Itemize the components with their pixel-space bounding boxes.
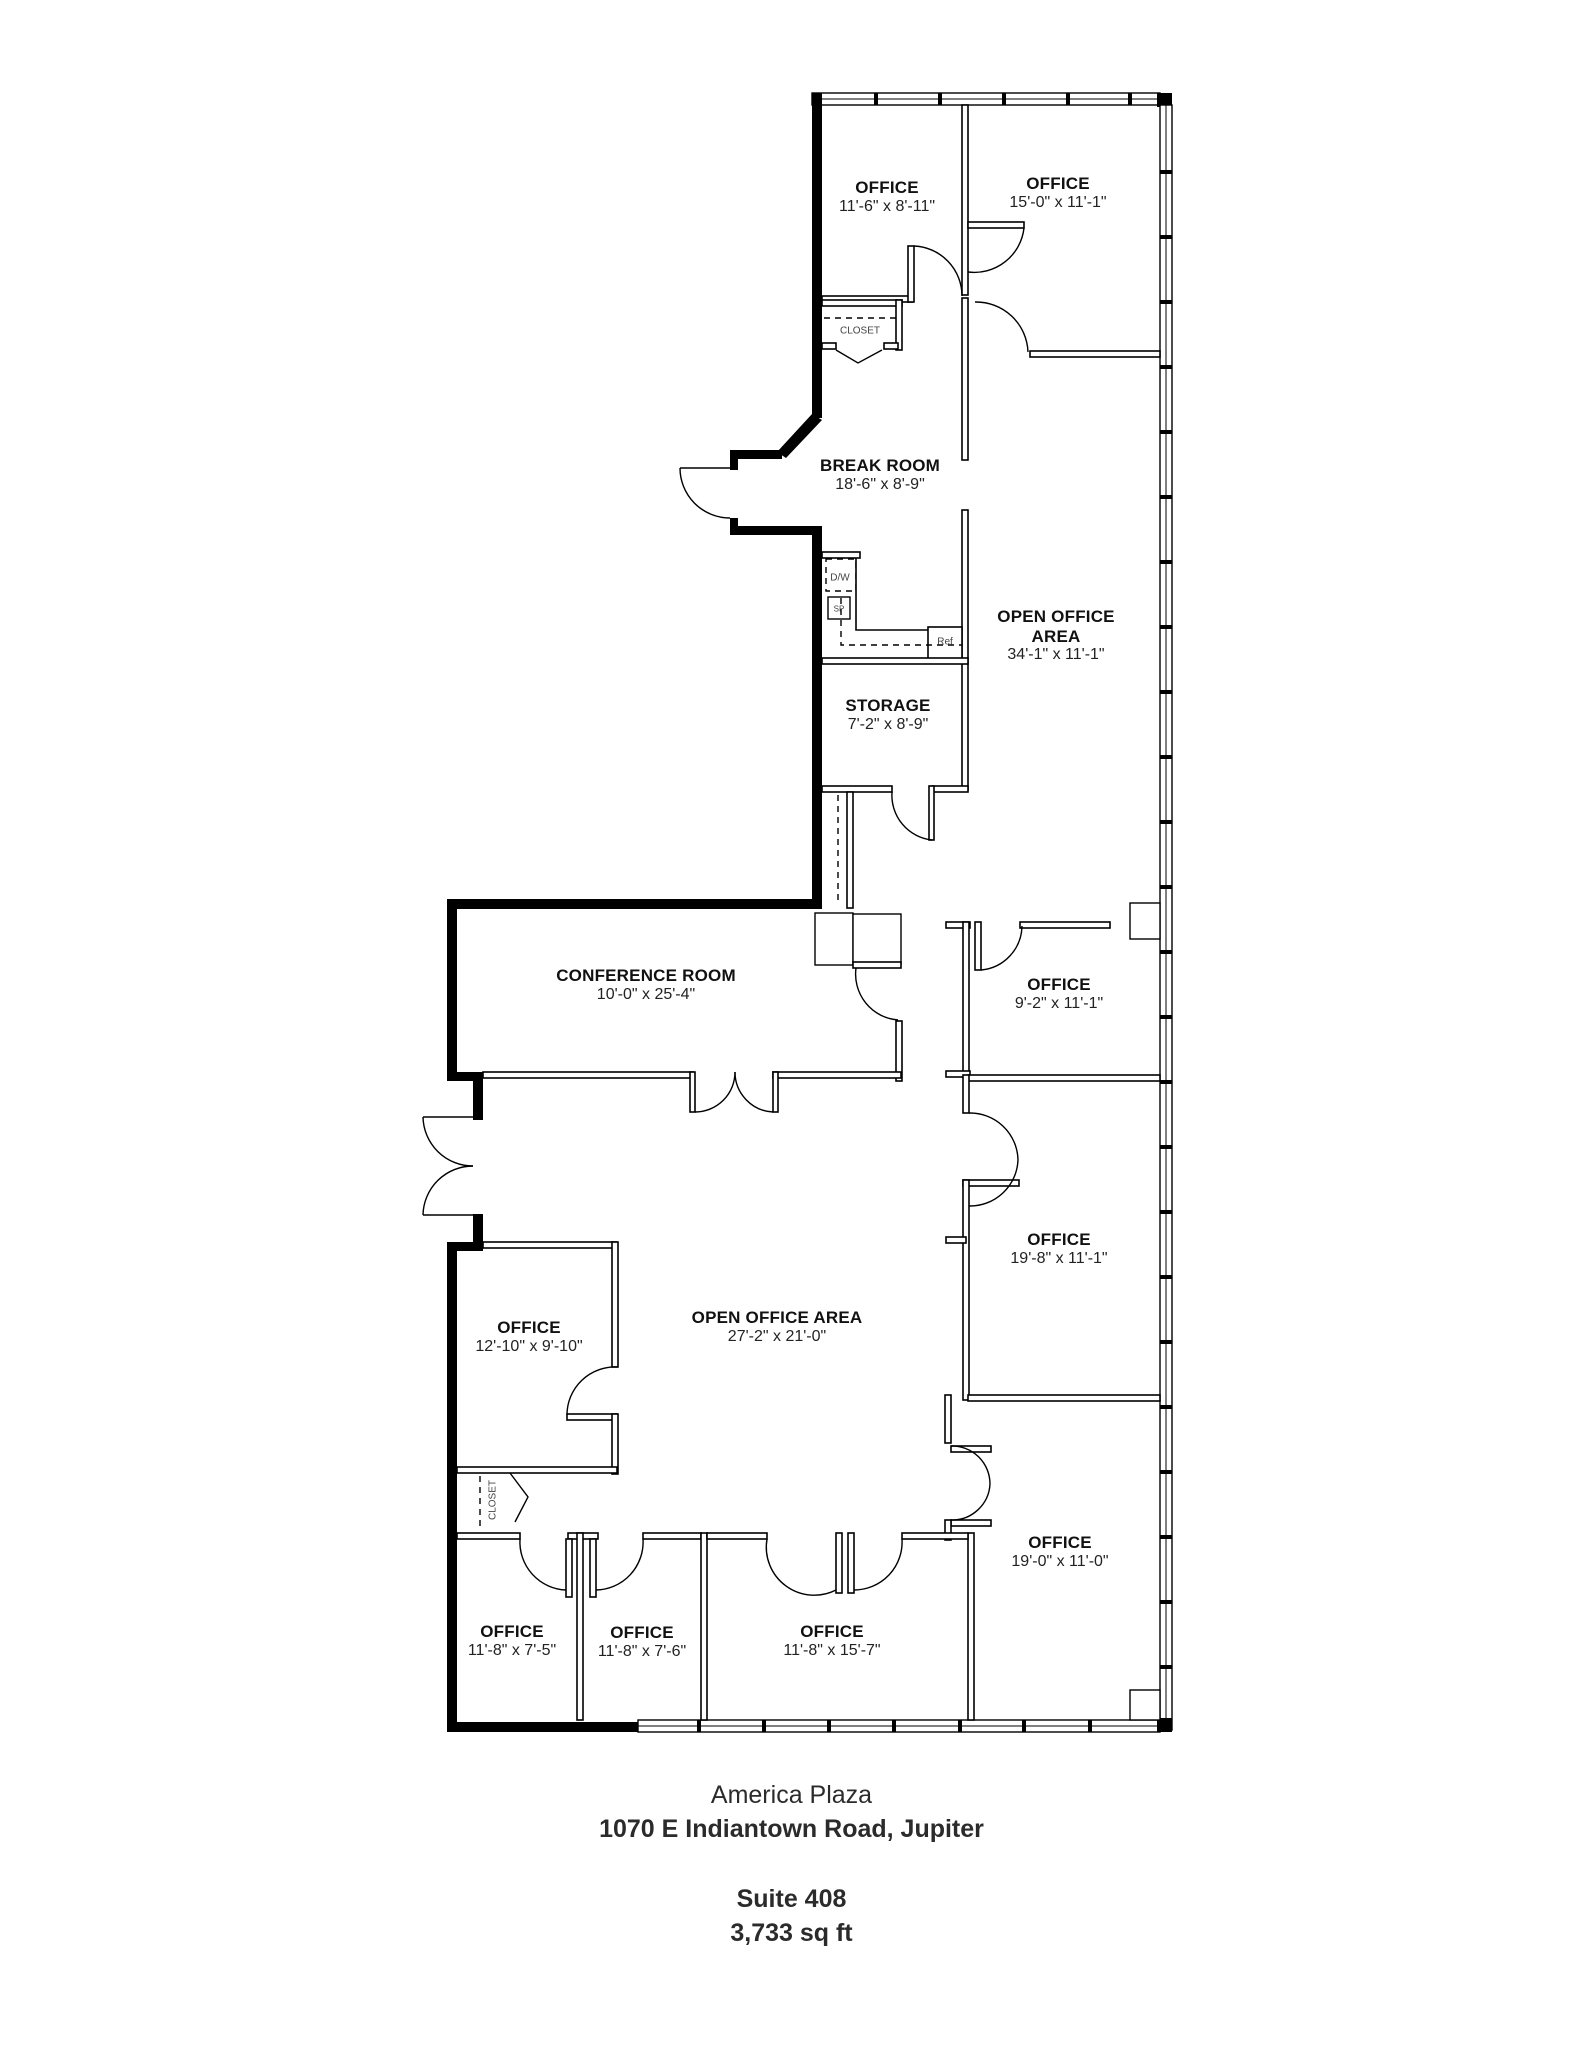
room-dimensions: 11'-8" x 7'-6" bbox=[597, 1642, 687, 1660]
room-name: STORAGE bbox=[845, 696, 931, 715]
sink-label: SP bbox=[833, 604, 845, 614]
plan-caption-suite: Suite 408 3,733 sq ft bbox=[0, 1882, 1583, 1950]
room-label-office-bottom-2: OFFICE 11'-8" x 7'-6" bbox=[598, 1623, 686, 1661]
room-name: OFFICE bbox=[1026, 174, 1090, 193]
room-dimensions: 19'-8" x 11'-1" bbox=[1010, 1249, 1108, 1267]
exterior-wall-west bbox=[447, 93, 822, 1732]
room-label-open-office-main: OPEN OFFICE AREA 27'-2" x 21'-0" bbox=[692, 1308, 863, 1346]
room-label-conference-room: CONFERENCE ROOM 10'-0" x 25'-4" bbox=[556, 966, 736, 1004]
room-label-break-room: BREAK ROOM 18'-6" x 8'-9" bbox=[820, 456, 940, 494]
room-name: OFFICE bbox=[480, 1622, 544, 1641]
window-wall-right bbox=[1159, 104, 1173, 1731]
room-dimensions: 27'-2" x 21'-0" bbox=[727, 1327, 827, 1345]
room-dimensions: 11'-8" x 15'-7" bbox=[783, 1641, 881, 1659]
room-dimensions: 19'-0" x 11'-0" bbox=[1011, 1552, 1109, 1570]
dishwasher-label: D/W bbox=[830, 572, 850, 584]
suite-number: Suite 408 bbox=[736, 1885, 847, 1913]
room-dimensions: 11'-6" x 8'-11" bbox=[838, 197, 936, 215]
suite-area: 3,733 sq ft bbox=[730, 1919, 853, 1947]
room-name: CONFERENCE ROOM bbox=[556, 966, 736, 985]
room-label-office-bottom-3: OFFICE 11'-8" x 15'-7" bbox=[783, 1622, 880, 1660]
plan-caption-building: America Plaza 1070 E Indiantown Road, Ju… bbox=[0, 1778, 1583, 1846]
room-name: OFFICE bbox=[1027, 975, 1091, 994]
room-dimensions: 11'-8" x 7'-5" bbox=[467, 1641, 557, 1659]
interior-doors bbox=[519, 227, 1029, 1596]
room-name: OPEN OFFICE bbox=[997, 607, 1115, 626]
room-label-storage: STORAGE 7'-2" x 8'-9" bbox=[845, 696, 930, 734]
closet-label-top: CLOSET bbox=[839, 325, 881, 337]
room-dimensions: 12'-10" x 9'-10" bbox=[475, 1337, 583, 1355]
room-dimensions: 18'-6" x 8'-9" bbox=[835, 475, 925, 493]
room-name: OFFICE bbox=[800, 1622, 864, 1641]
closet-label-bottom: CLOSET bbox=[487, 1479, 499, 1521]
room-label-office-bottom-1: OFFICE 11'-8" x 7'-5" bbox=[468, 1622, 556, 1660]
room-name-line2: AREA bbox=[1031, 626, 1081, 646]
room-label-office-top-right: OFFICE 15'-0" x 11'-1" bbox=[1009, 174, 1106, 212]
room-dimensions: 34'-1" x 11'-1" bbox=[1007, 646, 1105, 664]
window-wall-bottom bbox=[637, 1718, 1172, 1733]
room-dimensions: 7'-2" x 8'-9" bbox=[847, 715, 929, 733]
room-label-office-right-small: OFFICE 9'-2" x 11'-1" bbox=[1015, 975, 1103, 1013]
interior-partitions bbox=[456, 104, 1161, 1721]
room-label-open-office-upper: OPEN OFFICE AREA 34'-1" x 11'-1" bbox=[997, 607, 1114, 664]
room-label-office-top-left: OFFICE 11'-6" x 8'-11" bbox=[839, 178, 935, 216]
room-label-office-bottom-right: OFFICE 19'-0" x 11'-0" bbox=[1011, 1533, 1108, 1571]
room-name: OFFICE bbox=[610, 1623, 674, 1642]
room-name: OFFICE bbox=[1027, 1230, 1091, 1249]
room-label-office-right-mid: OFFICE 19'-8" x 11'-1" bbox=[1010, 1230, 1107, 1268]
room-name: BREAK ROOM bbox=[819, 456, 941, 475]
refrigerator-label: Ref bbox=[937, 636, 953, 648]
building-name: America Plaza bbox=[710, 1781, 873, 1809]
building-address: 1070 E Indiantown Road, Jupiter bbox=[599, 1815, 984, 1843]
room-name: OFFICE bbox=[1028, 1533, 1092, 1552]
room-name: OFFICE bbox=[855, 178, 919, 197]
west-double-door bbox=[422, 1116, 474, 1216]
room-dimensions: 10'-0" x 25'-4" bbox=[596, 985, 696, 1003]
room-name: OPEN OFFICE AREA bbox=[691, 1308, 863, 1327]
break-room-exterior-door bbox=[679, 467, 731, 519]
room-dimensions: 15'-0" x 11'-1" bbox=[1009, 193, 1107, 211]
room-name: OFFICE bbox=[497, 1318, 561, 1337]
room-label-office-left: OFFICE 12'-10" x 9'-10" bbox=[475, 1318, 582, 1356]
window-wall-top bbox=[811, 92, 1172, 107]
room-dimensions: 9'-2" x 11'-1" bbox=[1014, 994, 1104, 1012]
